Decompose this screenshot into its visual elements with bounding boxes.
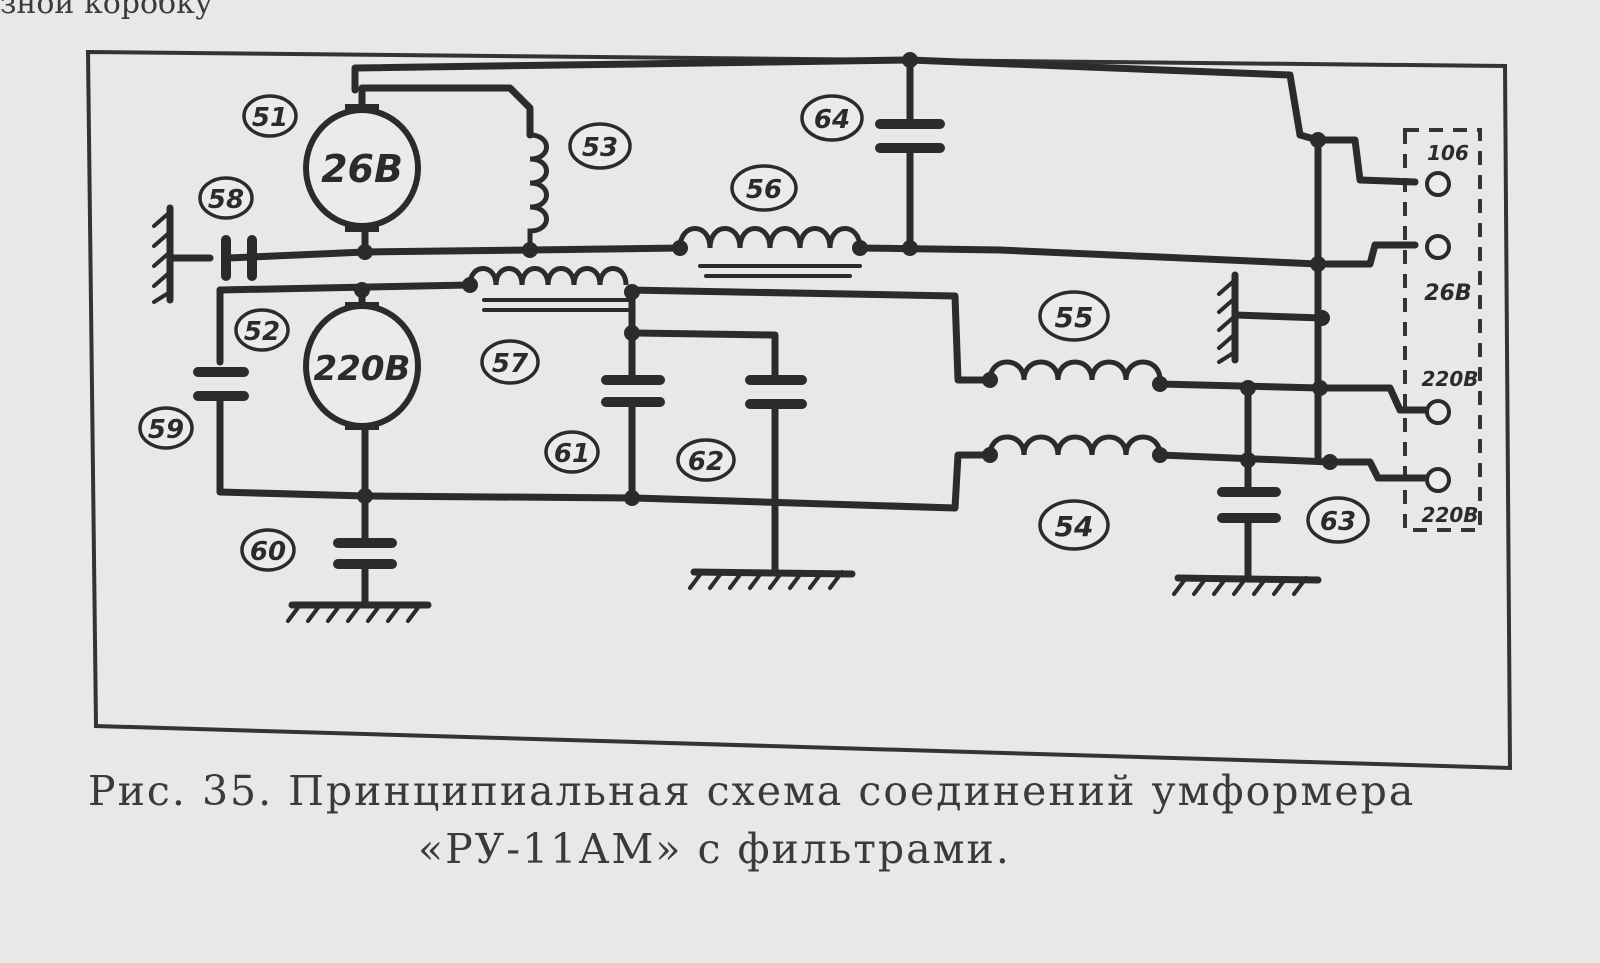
inductors <box>467 132 1163 456</box>
component-label-53: 53 <box>568 122 632 170</box>
svg-text:56: 56 <box>746 175 782 205</box>
grounds <box>152 204 1322 623</box>
svg-text:57: 57 <box>492 349 529 379</box>
terminal-220v-a: 220В <box>1422 367 1479 425</box>
svg-text:52: 52 <box>244 317 280 347</box>
output-terminals: 106 26В 220В 220В <box>1422 141 1479 527</box>
figure-caption: Рис. 35. Принципиальная схема соединений… <box>88 762 1488 878</box>
svg-text:58: 58 <box>208 185 244 215</box>
wires <box>166 56 1429 609</box>
junctions <box>354 52 1338 506</box>
svg-text:59: 59 <box>148 415 184 445</box>
svg-text:220В: 220В <box>1422 503 1479 527</box>
component-label-52: 52 <box>234 308 290 352</box>
component-labels: 51 52 53 54 55 56 57 58 <box>138 94 1370 572</box>
svg-text:26В: 26В <box>1424 281 1471 306</box>
svg-text:64: 64 <box>814 105 850 135</box>
svg-text:53: 53 <box>582 133 618 163</box>
svg-text:106: 106 <box>1427 141 1469 165</box>
svg-text:51: 51 <box>252 103 288 133</box>
component-label-55: 55 <box>1038 290 1110 342</box>
svg-text:54: 54 <box>1055 510 1094 543</box>
component-label-58: 58 <box>198 176 254 220</box>
motor-26v-label: 26В <box>321 147 403 191</box>
terminal-26v: 26В <box>1424 234 1472 306</box>
figure-caption-line-1: Рис. 35. Принципиальная схема соединений… <box>88 767 1416 815</box>
component-label-51: 51 <box>242 94 298 138</box>
component-label-64: 64 <box>800 94 864 142</box>
svg-text:55: 55 <box>1055 301 1094 334</box>
motor-26v: 26В <box>303 104 421 232</box>
motor-220v: 220В <box>303 302 421 430</box>
figure-caption-line-2: «РУ-11АМ» с фильтрами. <box>418 825 1011 873</box>
terminal-block-outline <box>1403 128 1482 532</box>
schematic-frame <box>85 49 1513 771</box>
page-top-text-fragment: зной коробку <box>0 0 213 21</box>
component-label-60: 60 <box>240 528 296 572</box>
terminal-106: 106 <box>1425 141 1469 197</box>
svg-text:61: 61 <box>554 439 590 469</box>
component-label-63: 63 <box>1306 496 1370 544</box>
motor-220v-label: 220В <box>314 349 411 389</box>
terminal-220v-b: 220В <box>1422 467 1479 527</box>
component-label-56: 56 <box>730 164 798 212</box>
svg-text:62: 62 <box>688 447 724 477</box>
component-label-54: 54 <box>1038 499 1110 551</box>
svg-text:63: 63 <box>1320 507 1356 537</box>
svg-text:60: 60 <box>250 537 286 567</box>
component-label-62: 62 <box>676 438 736 482</box>
component-label-57: 57 <box>480 339 540 385</box>
svg-text:220В: 220В <box>1422 367 1479 391</box>
component-label-61: 61 <box>544 430 600 474</box>
component-label-59: 59 <box>138 406 194 450</box>
capacitors <box>193 119 1281 569</box>
